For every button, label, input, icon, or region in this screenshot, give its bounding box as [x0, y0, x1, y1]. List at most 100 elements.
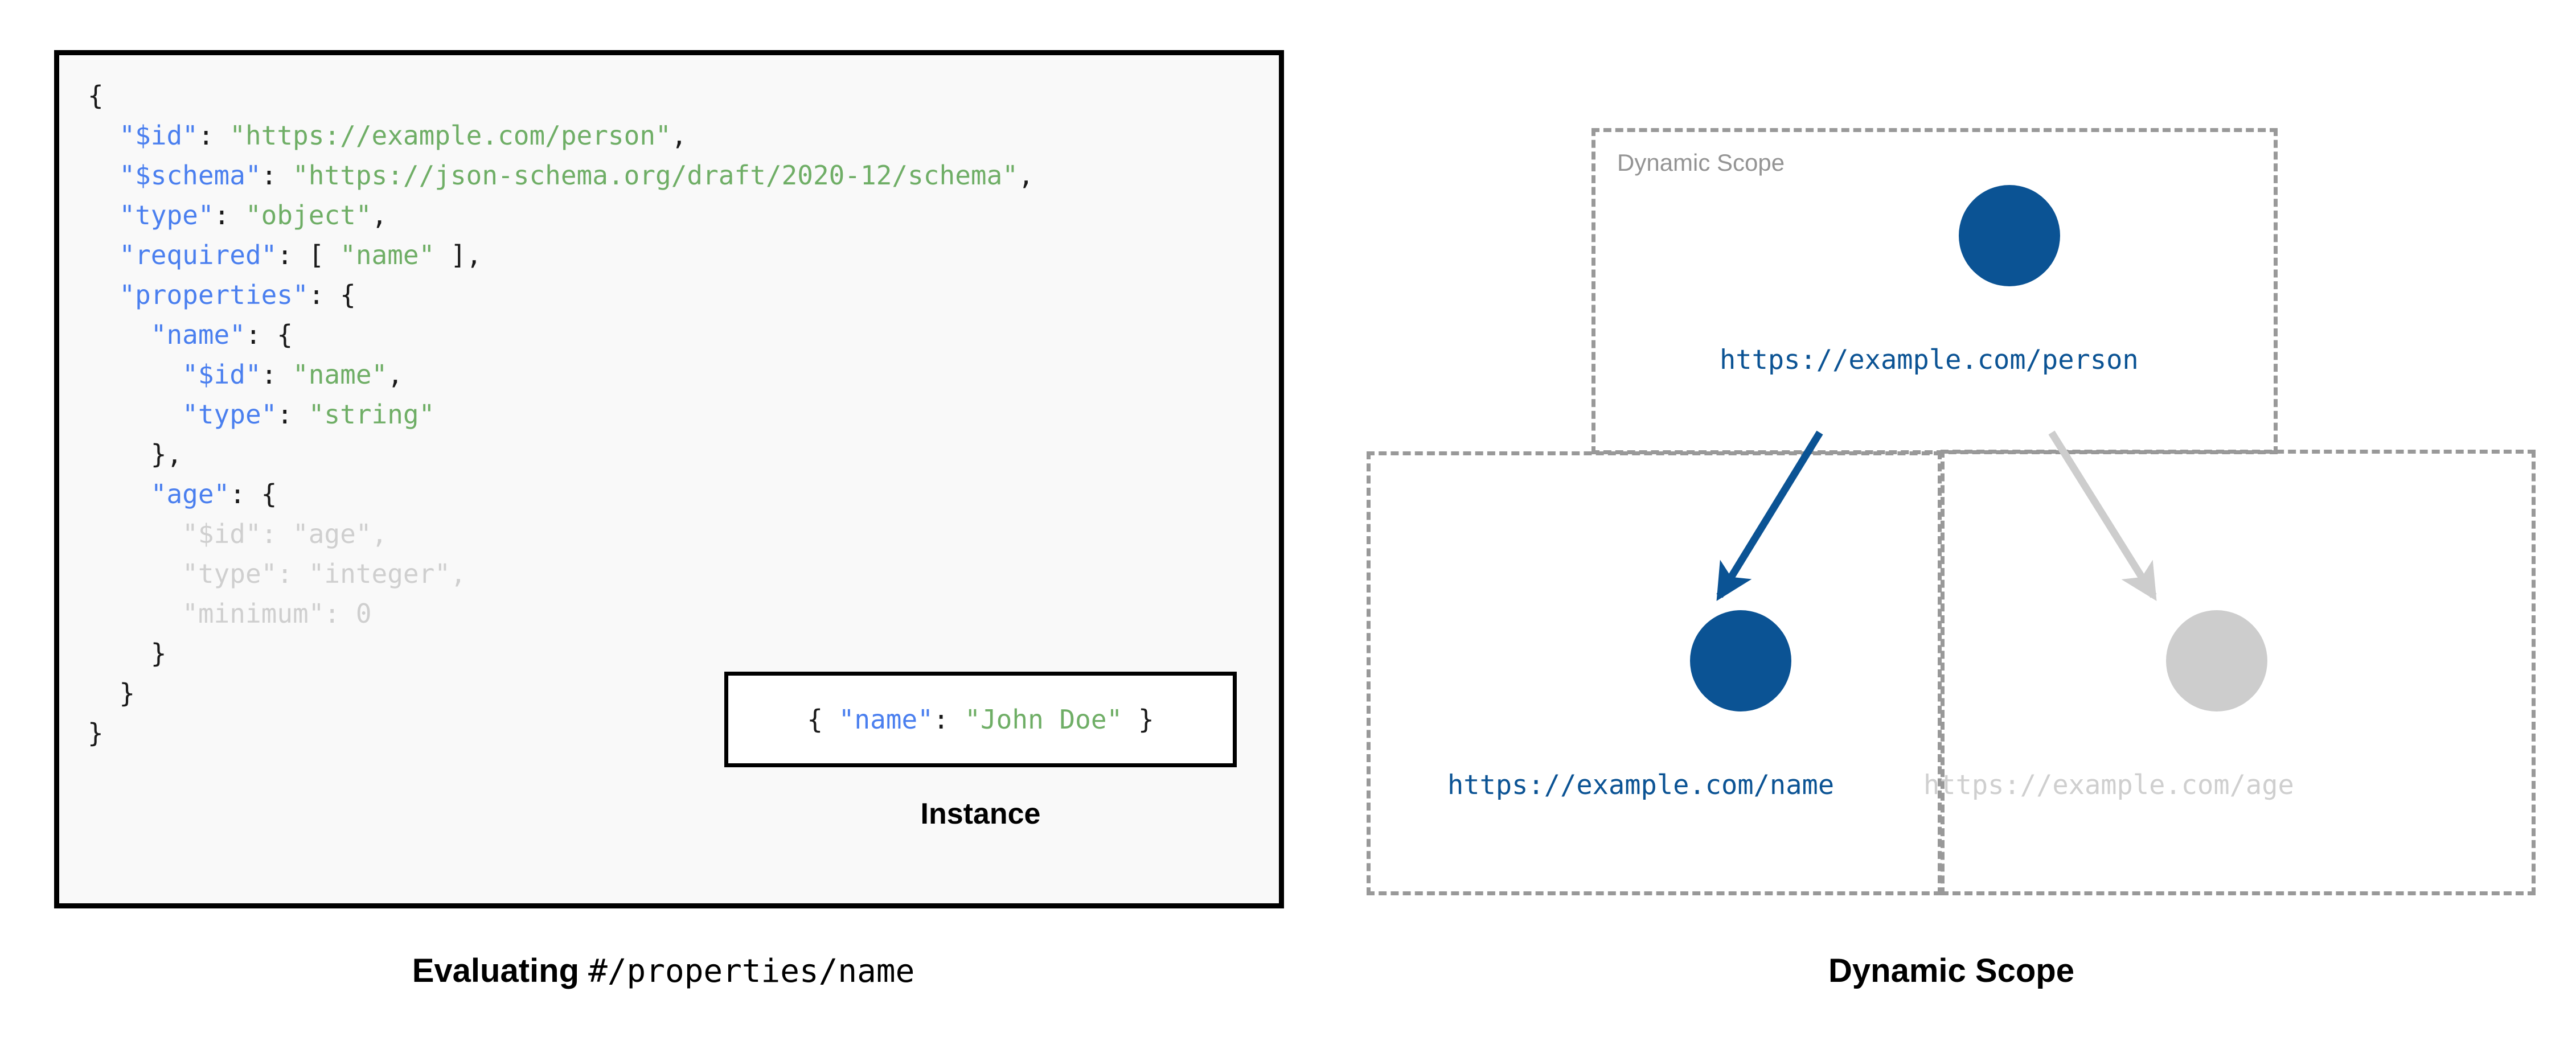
code-token [88, 519, 182, 549]
node-circle-age [2166, 610, 2267, 711]
dynamic-scope-caption: Dynamic Scope [1828, 952, 2074, 989]
code-line-line-name-id: "$id": "name", [88, 355, 1034, 394]
code-token: "$schema" [119, 160, 261, 191]
code-token: , [387, 359, 403, 390]
code-token: : [ [277, 240, 341, 270]
code-token: , [1018, 160, 1034, 191]
code-token: : [277, 558, 309, 589]
code-token: "type" [182, 558, 277, 589]
code-token [88, 359, 182, 390]
code-token: "properties" [119, 279, 309, 310]
evaluating-caption-bold: Evaluating [412, 952, 589, 989]
code-token: { [88, 80, 104, 111]
instance-code-listing: { "name": "John Doe" } [807, 704, 1154, 735]
code-token [88, 240, 119, 270]
node-label-name: https://example.com/name [1447, 770, 1835, 801]
code-token: "age" [150, 479, 230, 509]
code-token: , [671, 120, 687, 151]
code-line-line-name-open: "name": { [88, 315, 1034, 355]
code-line-line-name-type: "type": "string" [88, 394, 1034, 434]
code-token: "name" [150, 319, 245, 350]
node-circle-person [1959, 185, 2060, 286]
schema-code-box: { "$id": "https://example.com/person", "… [54, 50, 1284, 908]
code-token: "name" [340, 240, 435, 270]
code-token: "minimum" [182, 598, 325, 629]
code-token: : [277, 399, 309, 430]
code-token [88, 160, 119, 191]
code-token [88, 399, 182, 430]
code-token: : [198, 120, 230, 151]
code-token: }, [88, 439, 183, 470]
code-token: "object" [245, 200, 372, 231]
scope-box-root [1591, 128, 2278, 454]
code-line-line-age-close: } [88, 634, 1034, 673]
code-line-line-age-minimum: "minimum": 0 [88, 594, 1034, 634]
code-token: ], [434, 240, 482, 270]
code-token: : [324, 598, 356, 629]
code-token: : { [245, 319, 293, 350]
code-token: "string" [308, 399, 435, 430]
code-token: : { [308, 279, 356, 310]
code-token: "https://example.com/person" [229, 120, 671, 151]
instance-caption: Instance [920, 797, 1041, 830]
evaluating-caption: Evaluating #/properties/name [0, 952, 1327, 990]
code-token: } [88, 638, 167, 669]
code-line-line-id: "$id": "https://example.com/person", [88, 116, 1034, 155]
node-circle-name [1690, 610, 1791, 711]
code-token: "$id" [182, 359, 261, 390]
code-line-line-name-close: }, [88, 434, 1034, 474]
code-line-line-type-object: "type": "object", [88, 195, 1034, 235]
code-token: "type" [119, 200, 214, 231]
code-token: "John Doe" [965, 704, 1123, 735]
node-label-age: https://example.com/age [1923, 770, 2294, 801]
code-token [88, 200, 119, 231]
code-token [88, 558, 182, 589]
code-token: : [214, 200, 245, 231]
code-token: : [261, 359, 293, 390]
code-line-line-age-open: "age": { [88, 474, 1034, 514]
code-token [88, 279, 119, 310]
evaluating-caption-pointer: #/properties/name [588, 953, 915, 990]
code-token: , [450, 558, 466, 589]
code-token: "age" [293, 519, 372, 549]
code-token: "https://json-schema.org/draft/2020-12/s… [293, 160, 1018, 191]
code-token: } [1122, 704, 1154, 735]
code-token: "required" [119, 240, 277, 270]
code-token: "$id" [119, 120, 198, 151]
code-token: , [371, 200, 388, 231]
schema-panel: { "$id": "https://example.com/person", "… [0, 50, 1327, 990]
scope-box-root-label: Dynamic Scope [1617, 149, 1785, 176]
code-token [88, 479, 151, 509]
code-line-line-properties: "properties": { [88, 275, 1034, 315]
code-token: "name" [838, 704, 933, 735]
code-token: , [371, 519, 388, 549]
code-token: : [261, 160, 293, 191]
scope-box-age [1941, 450, 2536, 895]
code-token: : [261, 519, 293, 549]
code-line-line-age-type: "type": "integer", [88, 554, 1034, 594]
code-token [88, 598, 182, 629]
code-line-line-properties-close: } [88, 673, 1034, 713]
scope-box-name [1367, 451, 1942, 895]
code-line-line-age-id: "$id": "age", [88, 514, 1034, 554]
code-token: 0 [355, 598, 372, 629]
dynamic-scope-panel: Dynamic Scope https://example.com/person… [1327, 0, 2576, 1053]
code-token: "integer" [308, 558, 450, 589]
code-line-line-open-brace: { [88, 76, 1034, 116]
code-token: { [807, 704, 839, 735]
schema-code-listing: { "$id": "https://example.com/person", "… [88, 76, 1034, 753]
code-token: "name" [293, 359, 388, 390]
code-token [88, 319, 151, 350]
code-token: "$id" [182, 519, 261, 549]
code-line-line-schema: "$schema": "https://json-schema.org/draf… [88, 155, 1034, 195]
code-line-line-close-brace: } [88, 713, 1034, 753]
code-token: "type" [182, 399, 277, 430]
node-label-person: https://example.com/person [1720, 344, 2139, 376]
code-line-line-required: "required": [ "name" ], [88, 235, 1034, 275]
code-token [88, 120, 119, 151]
instance-box: { "name": "John Doe" } [724, 672, 1237, 767]
code-token: } [88, 718, 104, 748]
code-token: : { [229, 479, 277, 509]
code-token: } [88, 678, 136, 709]
code-token: : [933, 704, 965, 735]
